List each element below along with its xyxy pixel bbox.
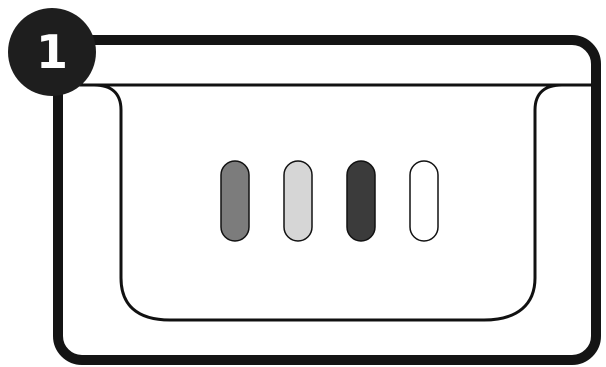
indicator-light-4 [410,161,438,241]
indicator-light-1 [221,161,249,241]
indicator-light-2 [284,161,312,241]
step-badge [8,8,96,96]
indicator-light-3 [347,161,375,241]
